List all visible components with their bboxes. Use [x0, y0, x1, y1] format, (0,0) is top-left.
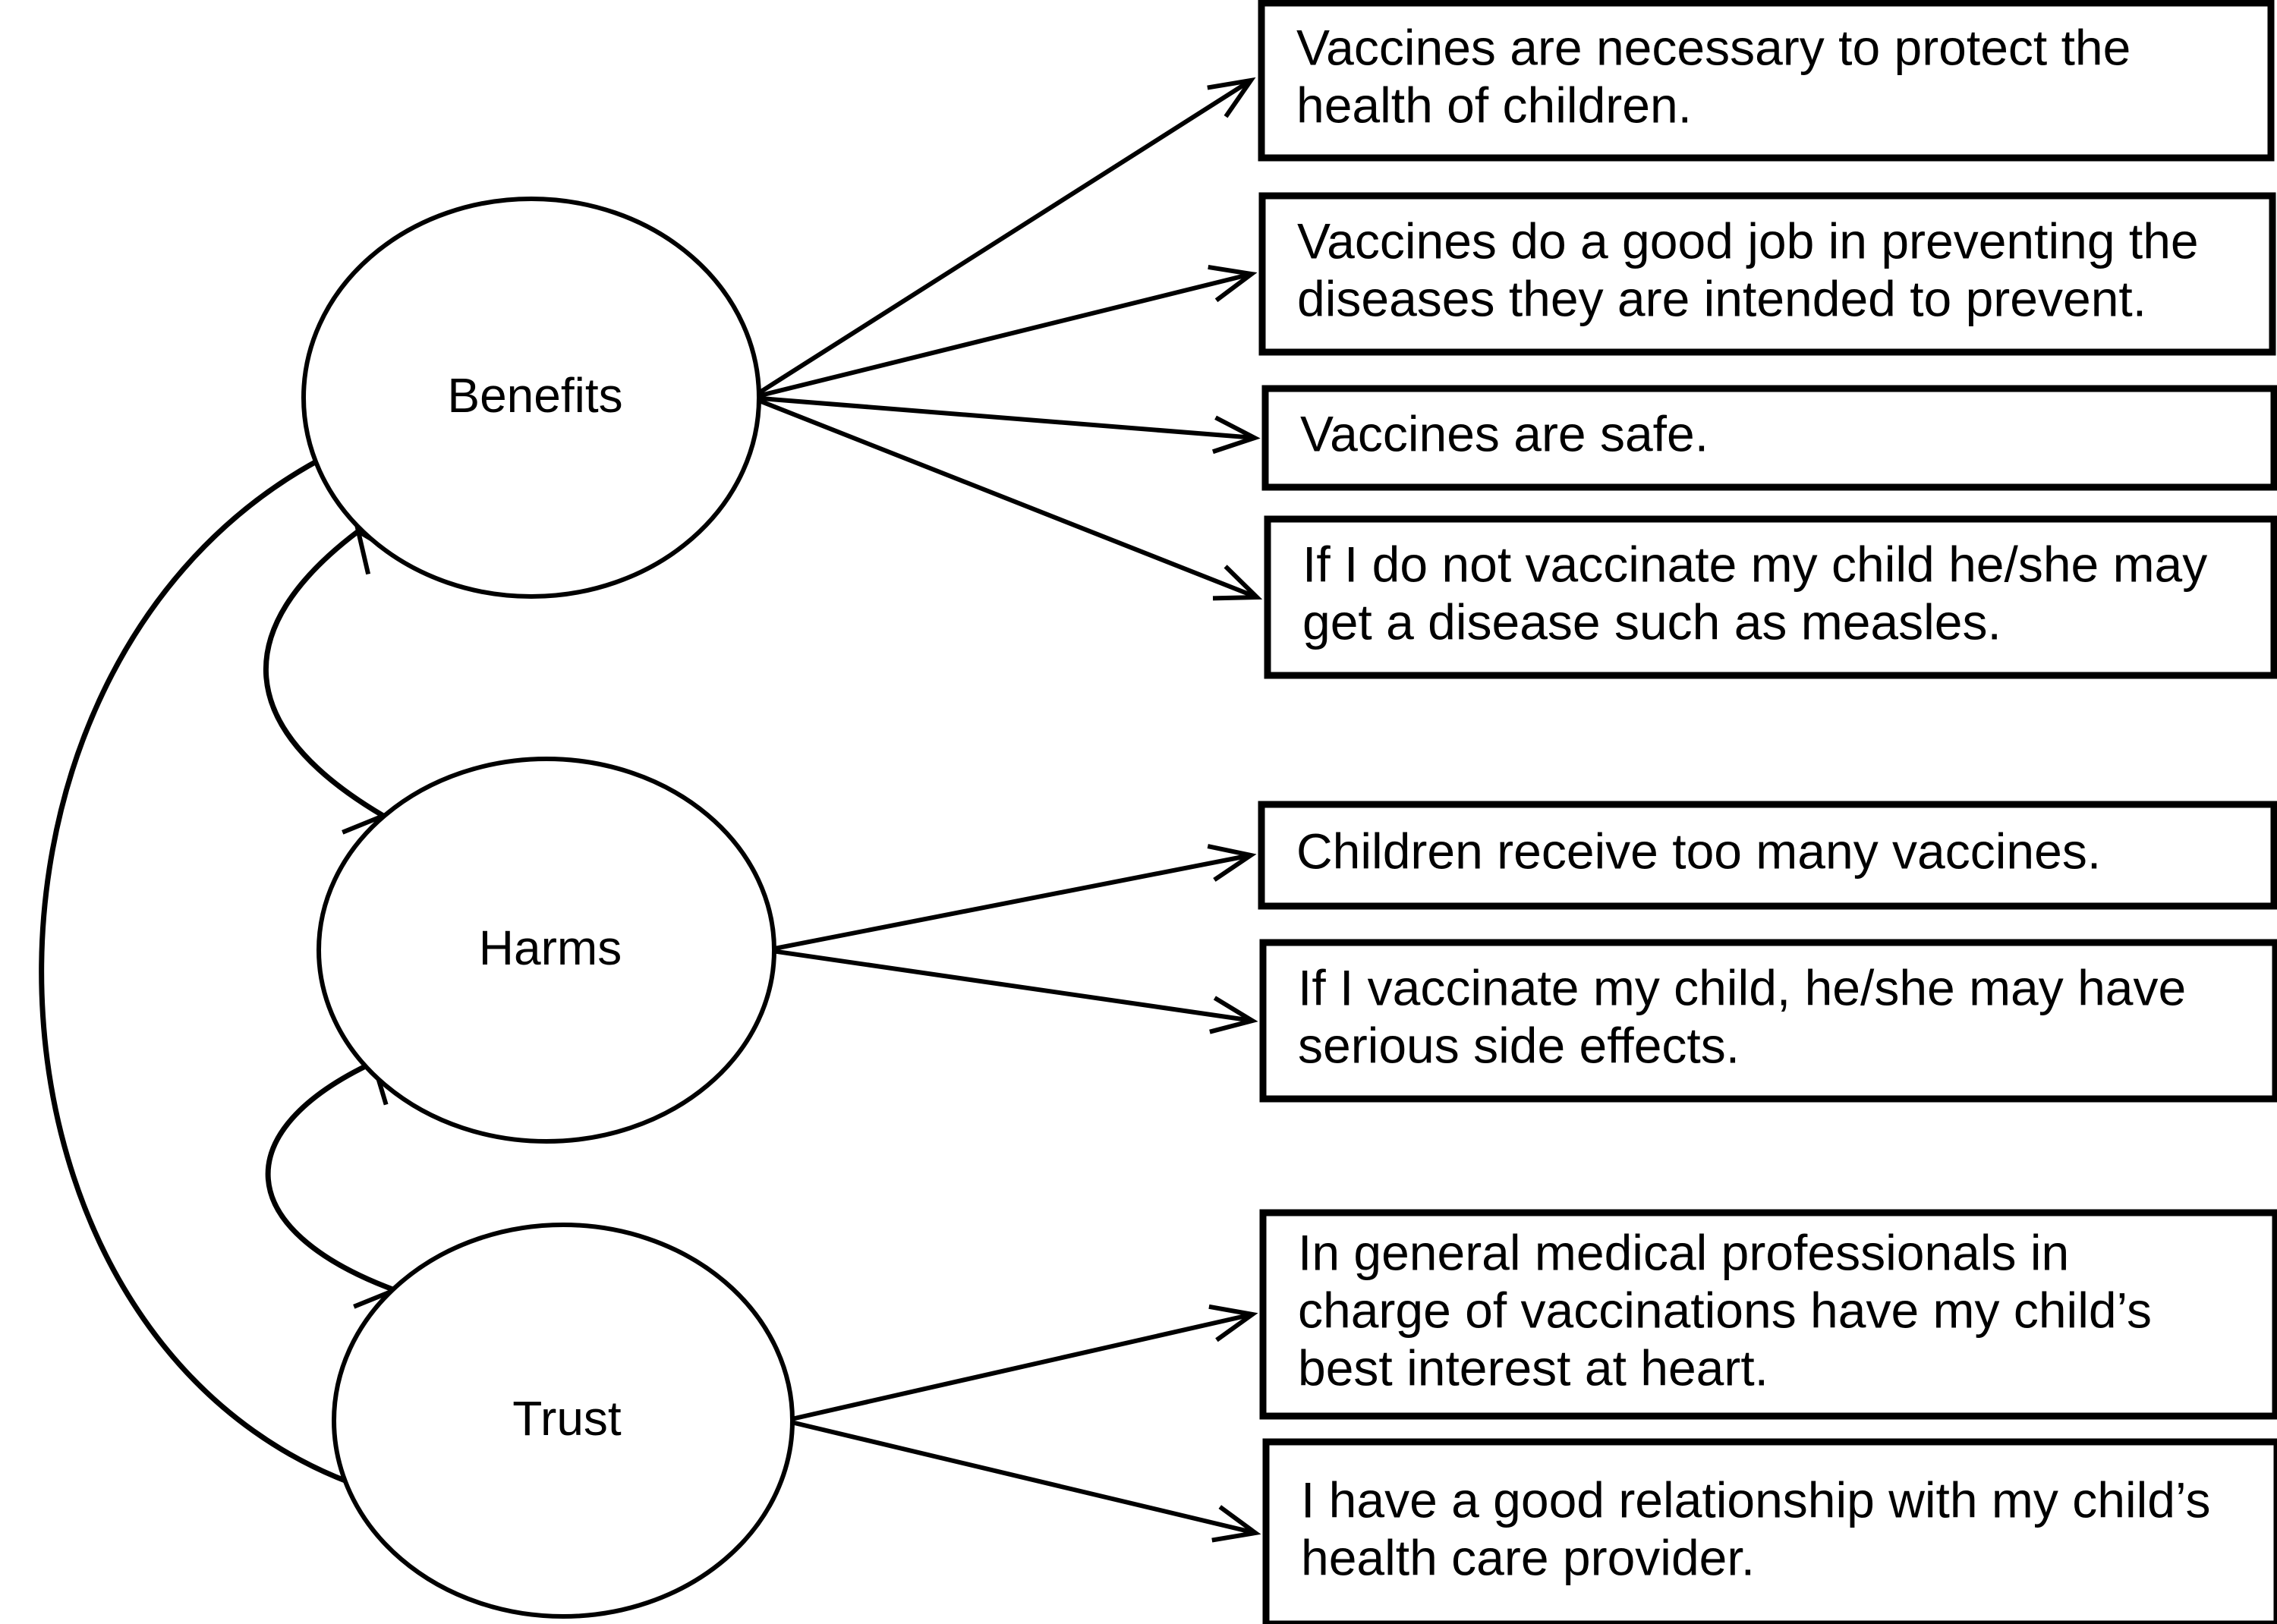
- indicator-text-line: diseases they are intended to prevent.: [1297, 270, 2146, 326]
- factor-loading-arrow: [750, 77, 1256, 400]
- indicator-box[interactable]: [1261, 385, 2277, 491]
- indicator-benefit-4[interactable]: If I do not vaccinate my child he/she ma…: [1264, 515, 2277, 679]
- indicator-box[interactable]: [1259, 939, 2277, 1103]
- covariance-curve: [263, 529, 385, 819]
- indicator-trust-1[interactable]: In general medical professionals incharg…: [1259, 1209, 2277, 1420]
- indicator-box[interactable]: [1258, 0, 2275, 162]
- factor-loading-arrow: [784, 1304, 1258, 1423]
- indicator-benefit-1[interactable]: Vaccines are necessary to protect thehea…: [1258, 0, 2275, 162]
- loading-line: [784, 1418, 1256, 1535]
- indicator-box[interactable]: [1258, 192, 2276, 356]
- factor-ellipse[interactable]: [301, 197, 761, 599]
- covariance-arrow-cov-benefits-harms: [263, 526, 398, 858]
- indicator-box[interactable]: [1259, 1209, 2277, 1420]
- factor-label: Trust: [512, 1391, 622, 1446]
- loading-arrowhead: [1209, 996, 1258, 1034]
- indicator-box-layer: Vaccines are necessary to protect thehea…: [1258, 0, 2277, 1624]
- loading-arrowhead: [1207, 77, 1256, 118]
- latent-factor-trust[interactable]: Trust: [332, 1223, 795, 1619]
- loading-line: [750, 395, 1258, 600]
- indicator-text-line: health care provider.: [1301, 1529, 1755, 1585]
- factor-loading-arrow: [784, 1418, 1261, 1543]
- loading-arrowhead: [1207, 844, 1257, 882]
- indicator-text-line: I have a good relationship with my child…: [1301, 1471, 2210, 1528]
- loading-line: [766, 853, 1252, 952]
- indicator-benefit-3[interactable]: Vaccines are safe.: [1261, 385, 2277, 491]
- indicator-box[interactable]: [1264, 515, 2277, 679]
- indicator-text-line: If I vaccinate my child, he/she may have: [1298, 959, 2186, 1015]
- indicator-harm-1[interactable]: Children receive too many vaccines.: [1258, 801, 2277, 910]
- covariance-curve: [39, 452, 403, 1502]
- factor-loading-layer: [750, 77, 1263, 1543]
- indicator-text-line: serious side effects.: [1298, 1017, 1740, 1073]
- factor-label: Benefits: [447, 368, 622, 423]
- loading-arrowhead: [1208, 1304, 1258, 1342]
- factor-loading-arrow: [751, 264, 1258, 400]
- indicator-benefit-2[interactable]: Vaccines do a good job in preventing the…: [1258, 192, 2276, 356]
- loading-arrowhead: [1212, 565, 1263, 601]
- loading-arrowhead: [1211, 1505, 1261, 1543]
- factor-ellipse[interactable]: [317, 757, 776, 1144]
- loading-line: [784, 1312, 1253, 1423]
- factor-loading-arrow: [751, 395, 1261, 455]
- loading-line: [751, 272, 1252, 400]
- indicator-text-line: get a disease such as measles.: [1302, 593, 2001, 650]
- indicator-text-line: Vaccines do a good job in preventing the: [1297, 212, 2199, 269]
- latent-factor-benefits[interactable]: Benefits: [301, 197, 761, 599]
- indicator-text-line: charge of vaccinations have my child’s: [1298, 1282, 2152, 1338]
- indicator-text-line: health of children.: [1296, 77, 1692, 133]
- indicator-harm-2[interactable]: If I vaccinate my child, he/she may have…: [1259, 939, 2277, 1103]
- loading-line: [750, 78, 1252, 400]
- loading-line: [766, 948, 1253, 1023]
- indicator-box[interactable]: [1258, 801, 2277, 910]
- factor-loading-arrow: [766, 844, 1257, 952]
- latent-factor-harms[interactable]: Harms: [317, 757, 776, 1144]
- indicator-box[interactable]: [1262, 1438, 2277, 1624]
- indicator-text-line: If I do not vaccinate my child he/she ma…: [1302, 536, 2207, 592]
- loading-line: [751, 395, 1255, 440]
- factor-label: Harms: [479, 921, 622, 975]
- indicator-trust-2[interactable]: I have a good relationship with my child…: [1262, 1438, 2277, 1624]
- loading-arrowhead: [1212, 415, 1261, 455]
- covariance-curve: [265, 1059, 396, 1293]
- factor-loading-arrow: [766, 948, 1258, 1034]
- loading-arrowhead: [1208, 264, 1258, 303]
- indicator-text-line: In general medical professionals in: [1298, 1224, 2069, 1280]
- indicator-text-line: Children receive too many vaccines.: [1296, 823, 2101, 879]
- indicator-text-line: Vaccines are necessary to protect the: [1296, 19, 2131, 75]
- factor-loading-arrow: [750, 395, 1263, 601]
- indicator-text-line: Vaccines are safe.: [1300, 405, 1709, 461]
- indicator-text-line: best interest at heart.: [1298, 1339, 1768, 1396]
- factor-ellipse[interactable]: [332, 1223, 795, 1619]
